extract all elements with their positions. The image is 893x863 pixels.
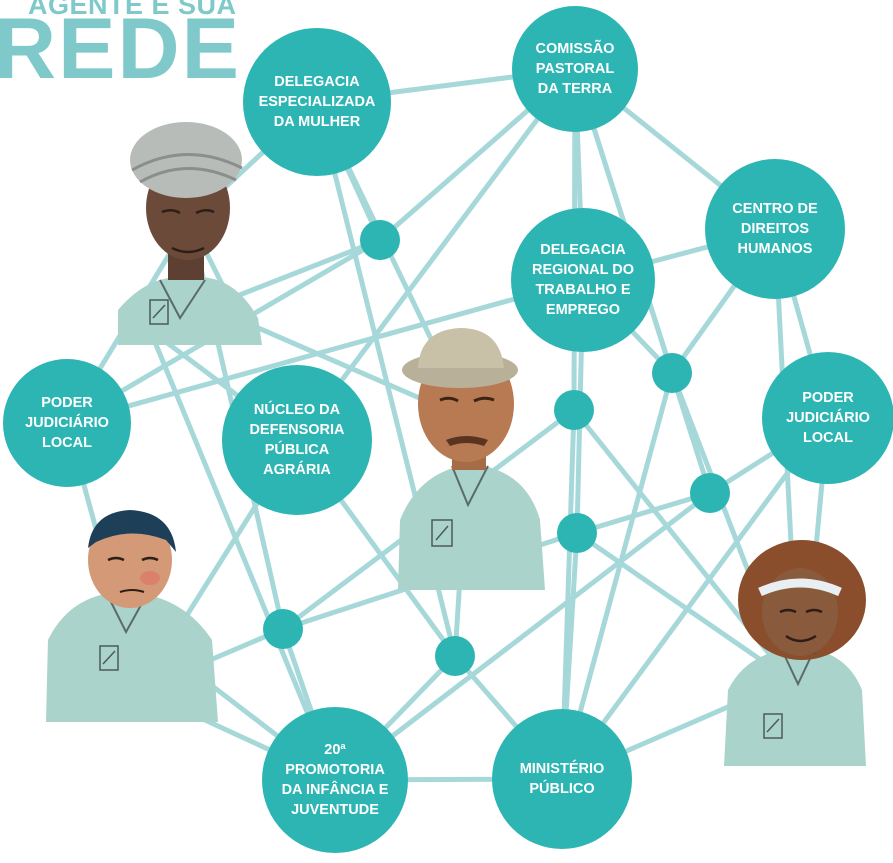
connector-dot bbox=[652, 353, 692, 393]
agent-layer bbox=[46, 122, 866, 766]
network-edge bbox=[332, 490, 713, 783]
node-circle-delegacia-regional bbox=[511, 208, 655, 352]
node-layer bbox=[3, 6, 893, 853]
network-edge bbox=[559, 370, 675, 782]
connector-dot bbox=[435, 636, 475, 676]
network-edge bbox=[574, 490, 713, 536]
title-line-1: AGENTE E SUA bbox=[28, 0, 237, 20]
network-edge bbox=[574, 530, 793, 683]
connector-dot bbox=[360, 220, 400, 260]
connector-dot bbox=[557, 513, 597, 553]
node-circle-comissao-pastoral bbox=[512, 6, 638, 132]
agent-elderly-woman-turban bbox=[118, 122, 262, 345]
node-circle-nucleo-defensoria bbox=[222, 365, 372, 515]
network-edge bbox=[294, 66, 578, 443]
node-circle-delegacia-mulher bbox=[243, 28, 391, 176]
connector-dot bbox=[690, 473, 730, 513]
node-circle-promotoria bbox=[262, 707, 408, 853]
connector-dot bbox=[554, 390, 594, 430]
agent-woman-curly-hair bbox=[724, 540, 866, 766]
network-edge bbox=[559, 415, 831, 782]
agent-young-man bbox=[46, 510, 218, 722]
dot-layer bbox=[263, 220, 730, 676]
node-circle-poder-judiciario-left bbox=[3, 359, 131, 487]
network-edge bbox=[64, 277, 586, 426]
agent-man-hat bbox=[398, 328, 545, 590]
node-circle-poder-judiciario-right bbox=[762, 352, 893, 484]
network-edge bbox=[147, 327, 338, 783]
title-line-2: REDE bbox=[0, 1, 241, 97]
node-circle-centro-direitos bbox=[705, 159, 845, 299]
node-circle-ministerio-publico bbox=[492, 709, 632, 849]
connector-dot bbox=[263, 609, 303, 649]
